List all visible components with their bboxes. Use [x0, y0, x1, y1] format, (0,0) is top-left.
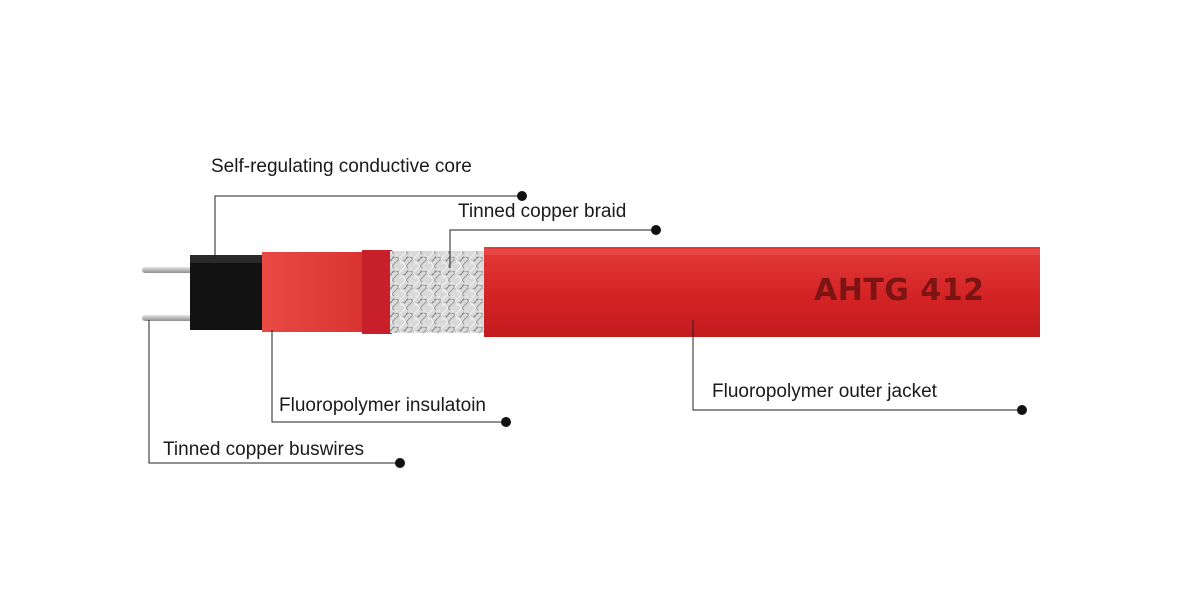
- dot-jacket: [1017, 405, 1027, 415]
- label-jacket: Fluoropolymer outer jacket: [712, 381, 937, 402]
- cable-marking: AHTG 412: [814, 273, 985, 308]
- label-buswires: Tinned copper buswires: [163, 439, 365, 460]
- leader-braid: [449, 229, 656, 268]
- leader-dots: [395, 191, 1027, 468]
- core-highlight: [190, 255, 264, 263]
- leader-jacket: [692, 320, 1022, 411]
- buswire-bottom: [142, 315, 194, 321]
- insulation-layer: [262, 252, 366, 332]
- dot-core: [517, 191, 527, 201]
- insulation-edge: [362, 250, 392, 334]
- buswires-group: [142, 267, 194, 321]
- label-braid: Tinned copper braid: [458, 201, 627, 222]
- leader-buswires: [148, 320, 400, 464]
- leader-lines: [148, 195, 1022, 464]
- outer-jacket: [484, 247, 1040, 337]
- copper-braid: [390, 251, 486, 333]
- leader-core: [214, 195, 522, 258]
- conductive-core: [190, 255, 264, 330]
- leader-insulation: [271, 330, 506, 423]
- dot-insulation: [501, 417, 511, 427]
- label-insulation: Fluoropolymer insulatoin: [279, 395, 486, 416]
- buswire-top: [142, 267, 194, 273]
- dot-buswires: [395, 458, 405, 468]
- dot-braid: [651, 225, 661, 235]
- jacket-shine: [484, 249, 1040, 255]
- label-core: Self-regulating conductive core: [211, 156, 472, 177]
